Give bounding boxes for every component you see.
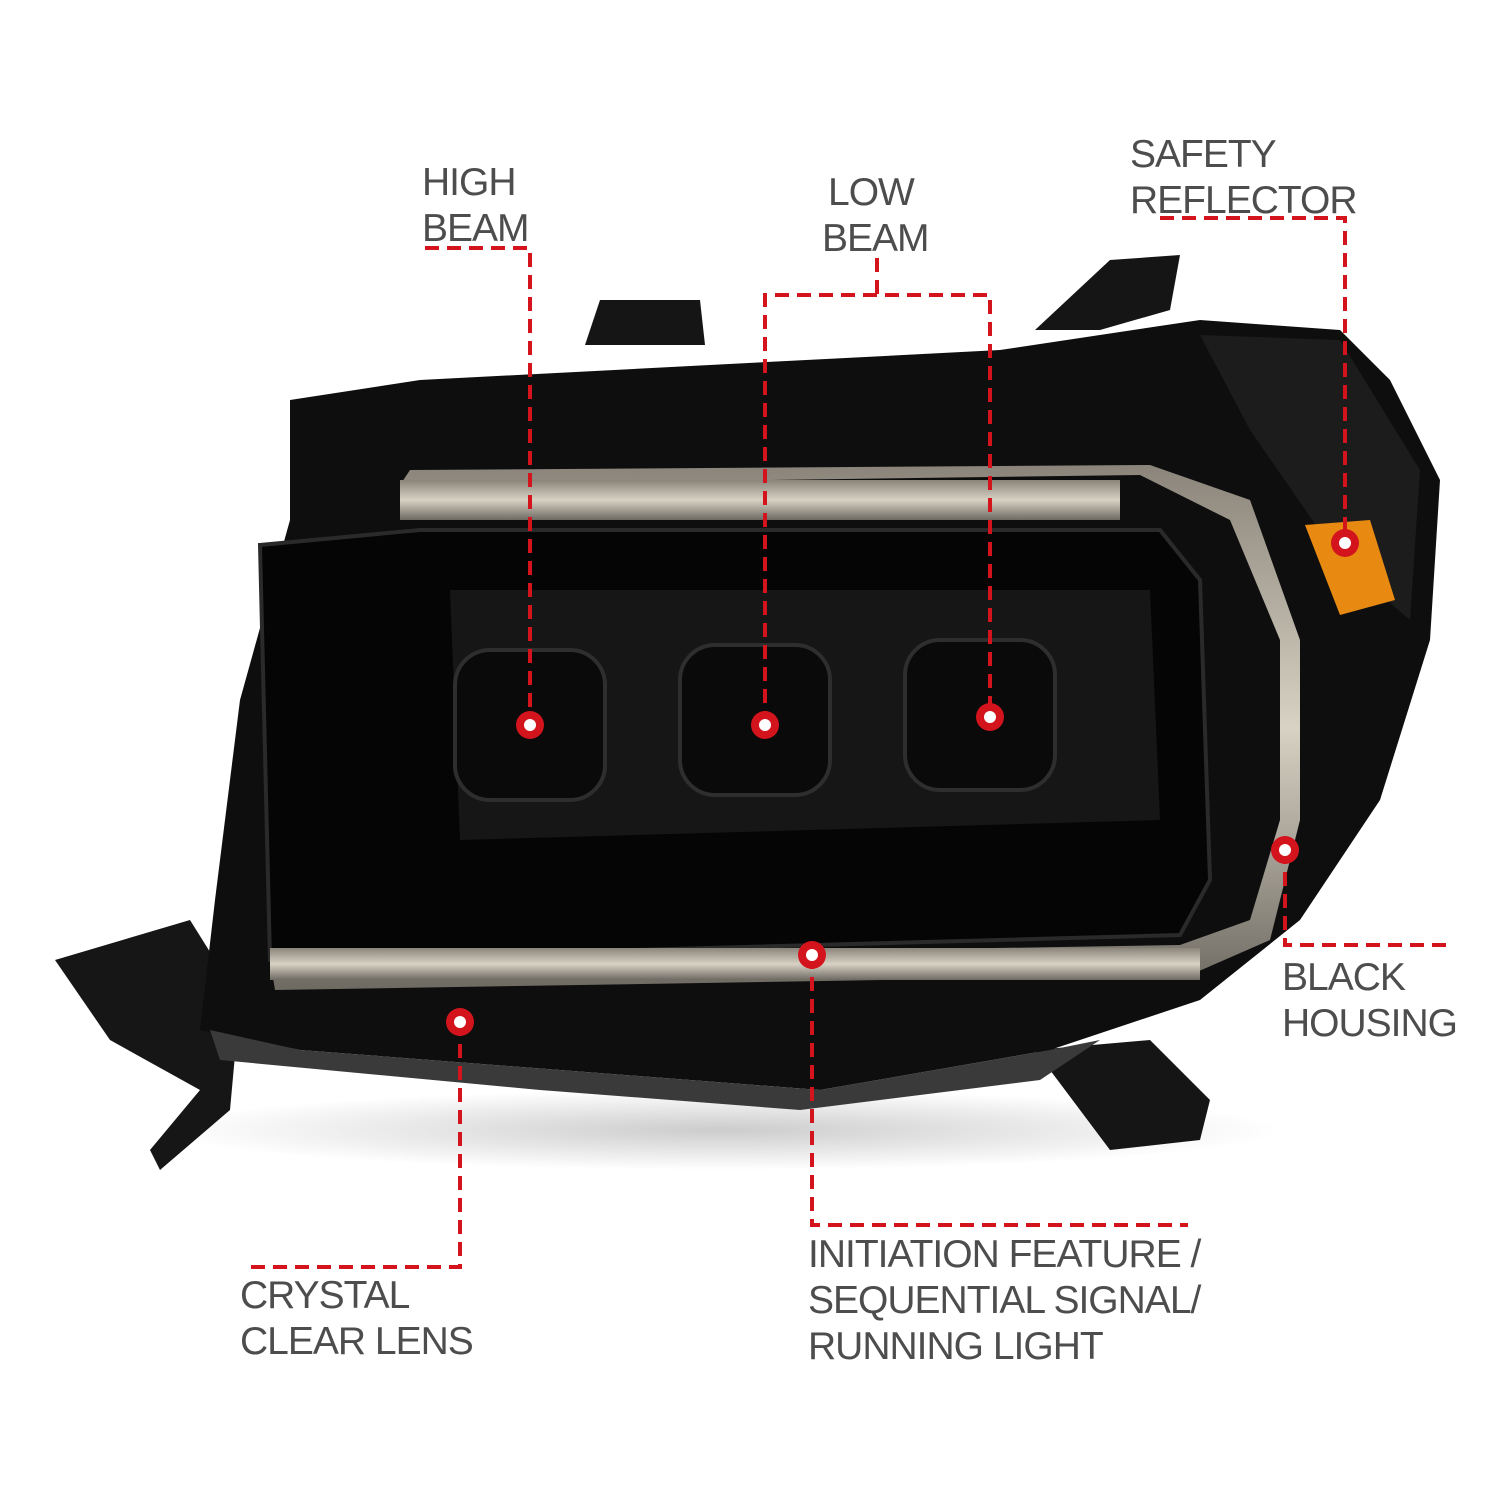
label-line: HIGH [422,161,516,204]
dot-safety-reflector [1331,529,1359,557]
label-line: CRYSTAL [240,1274,410,1317]
label-low-beam: LOW BEAM [822,170,930,262]
label-line: BEAM [822,217,930,260]
dot-black-housing [1271,836,1299,864]
label-safety-reflector: SAFETY REFLECTOR [1130,132,1357,224]
upper-drl [400,480,1120,520]
dot-low-beam-1 [751,711,779,739]
dot-low-beam-2 [976,703,1004,731]
label-line: REFLECTOR [1130,179,1357,222]
label-black-housing: BLACK HOUSING [1282,955,1458,1047]
label-high-beam: HIGH BEAM [422,160,530,252]
dot-initiation [798,941,826,969]
callout-dots [446,529,1359,1036]
dot-crystal-lens [446,1008,474,1036]
label-line: HOUSING [1282,1002,1458,1045]
mount-bracket [55,920,240,1170]
mount-tab [1035,255,1180,330]
label-line: SEQUENTIAL SIGNAL/ [808,1279,1201,1322]
label-line: LOW [828,171,915,214]
lower-drl [270,948,1200,980]
mount-tab [585,300,705,345]
label-line: INITIATION FEATURE / [808,1233,1201,1276]
label-initiation-feature: INITIATION FEATURE / SEQUENTIAL SIGNAL/ … [808,1232,1201,1370]
mount-leg [1035,1040,1210,1150]
dot-high-beam [516,711,544,739]
label-line: RUNNING LIGHT [808,1325,1104,1368]
label-line: SAFETY [1130,133,1277,176]
label-line: BEAM [422,207,530,250]
lens-lower-edge [210,1030,1100,1110]
label-line: CLEAR LENS [240,1320,474,1363]
label-line: BLACK [1282,956,1406,999]
label-crystal-clear-lens: CRYSTAL CLEAR LENS [240,1273,474,1365]
callout-lines [245,216,1448,1269]
ground-shadow [160,1090,1280,1170]
amber-reflector [1305,520,1395,615]
